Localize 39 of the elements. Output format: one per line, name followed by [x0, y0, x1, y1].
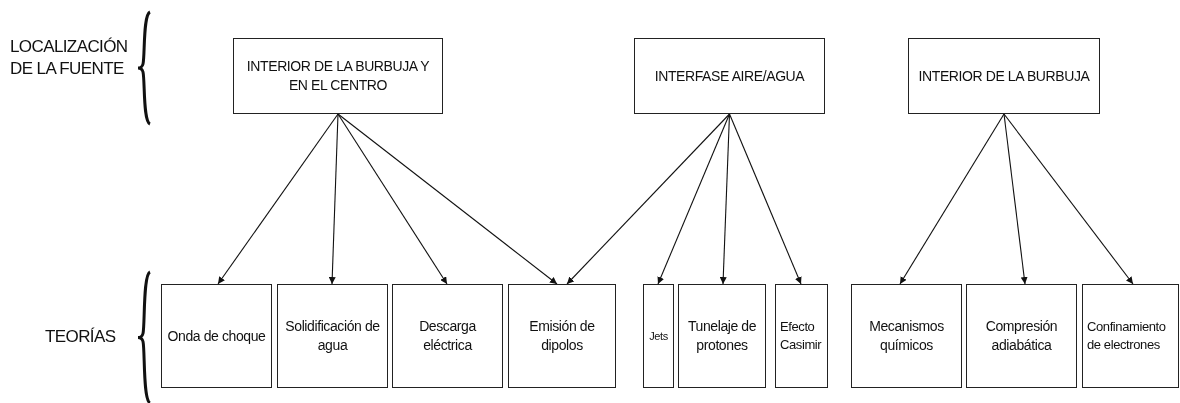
box-label: Jets: [649, 328, 668, 344]
box-label: Confinamiento de electrones: [1087, 318, 1167, 354]
arrow: [217, 113, 339, 285]
theory-box: [678, 284, 766, 388]
row-label: TEORÍAS: [45, 326, 117, 348]
arrow: [899, 113, 1005, 285]
box-label: INTERIOR DE LA BURBUJA Y EN EL CENTRO: [245, 57, 431, 95]
box-label: Descarga eléctrica: [418, 317, 478, 355]
theory-box: [1082, 284, 1179, 388]
arrow: [1003, 113, 1134, 285]
theory-box: [643, 284, 674, 388]
theory-box: [161, 284, 272, 388]
theory-box: [966, 284, 1077, 388]
box-label: Mecanismos químicos: [868, 317, 945, 355]
box-label: INTERIOR DE LA BURBUJA: [918, 66, 1090, 86]
box-label: Compresión adiabática: [984, 317, 1059, 355]
arrow: [657, 113, 731, 285]
theory-box: [392, 284, 503, 388]
arrow: [566, 113, 731, 285]
box-label: Onda de choque: [167, 326, 266, 346]
box-label: Tunelaje de protones: [686, 317, 758, 355]
theory-box: [775, 284, 828, 388]
location-box: [634, 38, 825, 114]
arrow: [328, 113, 339, 285]
box-label: Emisión de dipolos: [528, 317, 596, 355]
arrow: [719, 113, 731, 285]
box-label: Efecto Casimir: [780, 318, 823, 354]
theory-box: [851, 284, 962, 388]
row-label: LOCALIZACIÓN DE LA FUENTE: [10, 36, 129, 81]
arrow: [728, 113, 802, 285]
box-label: INTERFASE AIRE/AGUA: [654, 66, 805, 86]
location-box: [233, 38, 443, 114]
box-label: Solidificación de agua: [284, 317, 381, 355]
location-box: [908, 38, 1100, 114]
arrow: [1003, 113, 1028, 285]
theory-box: [508, 284, 616, 388]
arrow: [337, 113, 448, 285]
theory-box: [277, 284, 388, 388]
arrow: [337, 113, 558, 285]
